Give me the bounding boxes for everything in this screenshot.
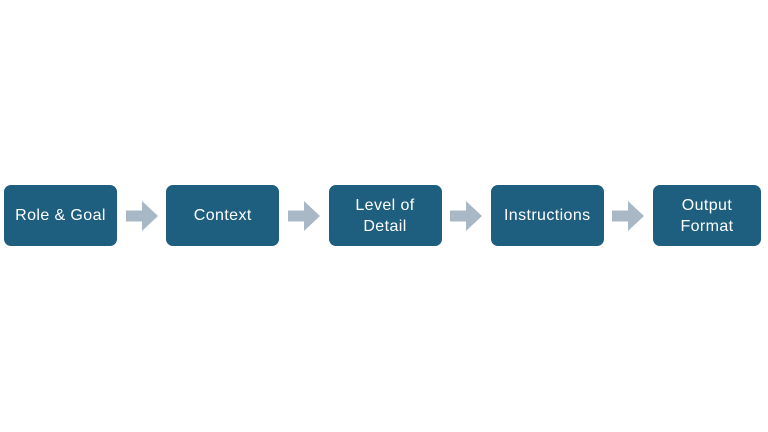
step-box-context: Context bbox=[164, 183, 282, 248]
step-box-role-goal: Role & Goal bbox=[2, 183, 119, 248]
step-box-level-of-detail: Level of Detail bbox=[326, 183, 444, 248]
step-box-instructions: Instructions bbox=[488, 183, 606, 248]
arrow-right-shape bbox=[125, 200, 158, 231]
step-label-role-goal: Role & Goal bbox=[15, 207, 106, 224]
step-label-level-of-detail: Level of Detail bbox=[355, 196, 415, 235]
arrow-right-shape bbox=[612, 200, 645, 231]
arrow-right-shape bbox=[287, 200, 320, 231]
arrow-right-icon bbox=[287, 200, 320, 231]
step-box-output-format: Output Format bbox=[651, 183, 763, 248]
step-label-context: Context bbox=[193, 207, 252, 224]
step-label-output-format: Output Format bbox=[680, 196, 734, 235]
arrow-right-icon bbox=[612, 200, 645, 231]
step-label-instructions: Instructions bbox=[503, 207, 591, 224]
arrow-right-icon bbox=[450, 200, 483, 231]
arrow-right-icon bbox=[125, 200, 158, 231]
arrow-right-shape bbox=[450, 200, 483, 231]
process-flow-diagram: Role & Goal Context Level of Detail Inst… bbox=[2, 183, 763, 248]
